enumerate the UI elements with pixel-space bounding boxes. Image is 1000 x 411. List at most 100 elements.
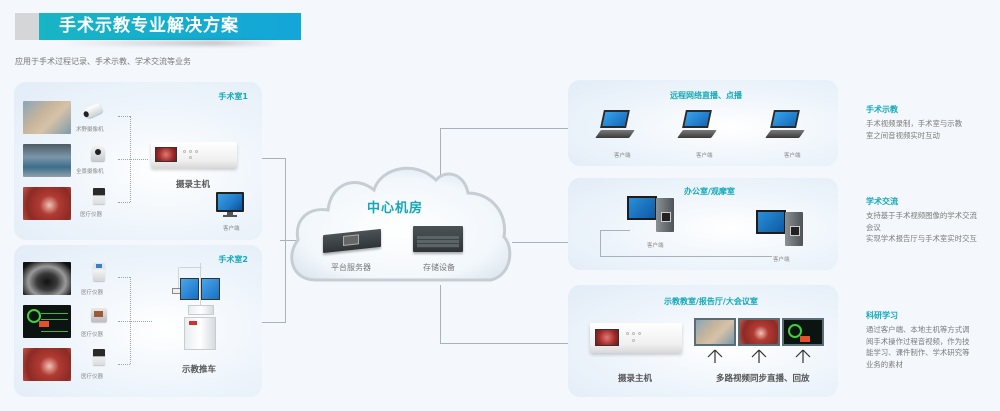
operating-room-image (23, 144, 71, 177)
client-label: 客户端 (614, 153, 631, 159)
description-line: 阅手术操作过程音视频，作为技 (866, 336, 970, 346)
cart-logo (189, 321, 197, 325)
center-room-title: 中心机房 (367, 201, 424, 216)
description-line: 支持基于手术视频图像的学术交流 (866, 211, 977, 220)
ultrasound-image (23, 262, 71, 295)
tissue-image (23, 348, 71, 381)
laptop-screen (770, 110, 800, 128)
tissue-image (23, 187, 71, 220)
storage-device-label: 存储设备 (423, 263, 455, 272)
cart-pole (200, 263, 201, 313)
connector-to-cloud-left (280, 240, 302, 241)
recorder-button (632, 332, 635, 335)
pc-tower (656, 198, 674, 232)
classroom-panel: 示教教室/报告厅/大会议室 摄录主机 多路视频同步直播、回放 (568, 285, 838, 397)
description-title: 科研学习 (866, 311, 898, 320)
recorder-button (632, 339, 635, 342)
operating-room-1-panel: 手术室1 术野摄像机 全景摄像机 医疗仪器 摄录主机 客户端 (14, 82, 262, 240)
connector-cloud-bottom (440, 285, 441, 343)
multi-video-label: 多路视频同步直播、回放 (716, 374, 810, 384)
description-academic: 学术交流 支持基于手术视频图像的学术交流 会议 实现学术报告厅与手术室实时交互 (866, 196, 996, 245)
or2-title: 手术室2 (218, 255, 248, 264)
description-line: 业务的素材 (866, 359, 903, 369)
page-subtitle: 应用于手术过程记录、手术示教、学术交流等业务 (15, 57, 191, 66)
or1-title: 手术室1 (218, 92, 248, 101)
dotted-link (130, 277, 131, 364)
display-screen-surgery (694, 318, 736, 346)
ptz-camera-icon (91, 145, 105, 161)
or1-source-label: 全景摄像机 (76, 169, 104, 175)
arrow-up-icon (707, 349, 723, 363)
recorder-button (195, 150, 198, 153)
recorder-host-device (151, 142, 237, 168)
client-monitor-icon (216, 192, 246, 222)
page-title: 手术示教专业解决方案 (39, 13, 301, 40)
or2-source-label: 医疗仪器 (81, 374, 104, 380)
classroom-title: 示教教室/报告厅/大会议室 (664, 297, 758, 306)
recorder-host-label: 摄录主机 (176, 180, 211, 190)
or1-source-label: 术野摄像机 (76, 127, 104, 133)
medical-device-icon (93, 349, 105, 365)
recorder-host-device (590, 323, 682, 353)
client-label: 客户端 (773, 257, 790, 263)
client-label: 客户端 (784, 153, 801, 159)
laptop-base (677, 130, 717, 138)
cloud-outline (290, 166, 512, 282)
bullet-camera-icon (82, 102, 104, 120)
server-emblem (343, 234, 359, 246)
pc-tower (785, 212, 803, 246)
description-line: 会议 (866, 222, 881, 232)
surgery-field-image (23, 101, 71, 134)
laptop-screen (600, 110, 630, 128)
arrow-up-icon (795, 349, 811, 363)
operating-room-2-panel: 手术室2 医疗仪器 医疗仪器 医疗仪器 示教推车 (14, 245, 262, 397)
dotted-link (118, 116, 130, 117)
connector-remote (440, 128, 568, 129)
title-accent-block (15, 13, 39, 40)
connector-or2 (262, 322, 286, 323)
client-label: 客户端 (696, 153, 713, 159)
description-title: 学术交流 (866, 197, 898, 206)
laptop-base (765, 130, 805, 138)
pc-screen (756, 210, 786, 234)
cart-screen-left (180, 278, 199, 300)
teaching-cart-label: 示教推车 (182, 365, 217, 375)
connector-cloud-top (440, 128, 441, 188)
cart-arm (180, 267, 202, 268)
cart-shelf (188, 305, 214, 315)
or2-source-label: 医疗仪器 (81, 332, 104, 338)
description-line: 通过客户端、本地主机等方式调 (866, 325, 970, 334)
pc-screen (627, 196, 657, 220)
remote-streaming-panel: 远程网络直播、点播 客户端 客户端 客户端 (568, 80, 838, 166)
title-shadow (60, 40, 280, 46)
remote-title: 远程网络直播、点播 (670, 91, 742, 100)
connector-or1 (262, 158, 286, 159)
recorder-host-label: 摄录主机 (618, 374, 653, 384)
or2-source-label: 医疗仪器 (81, 290, 104, 296)
monitor-stand (227, 212, 233, 215)
laptop-screen (682, 110, 712, 128)
recorder-button (626, 332, 629, 335)
laptop-base (595, 130, 635, 138)
display-screen-tissue (738, 318, 780, 346)
ultrasound-device-icon (93, 263, 105, 281)
description-line: 实现学术报告厅与手术室实时交互 (866, 234, 977, 243)
waveform (41, 319, 68, 320)
description-title: 手术示教 (866, 105, 898, 114)
description-line: 手术视频录制，手术室与示教 (866, 119, 963, 128)
connector-classroom (440, 343, 568, 344)
arrow-up-icon (751, 349, 767, 363)
cart-screen-right (201, 278, 220, 300)
description-teaching: 手术示教 手术视频录制，手术室与示教 室之间音视频实时互动 (866, 104, 996, 141)
office-title: 办公室/观摩室 (684, 187, 735, 196)
dotted-link (118, 364, 130, 365)
dotted-link (118, 159, 148, 160)
recorder-screen (155, 147, 177, 162)
display-screen-monitor (782, 318, 824, 346)
client-label: 客户端 (223, 226, 240, 232)
recorder-button (189, 150, 192, 153)
waveform (41, 331, 68, 332)
storage-device-icon (413, 226, 463, 252)
office-branch (600, 230, 630, 231)
office-branch (600, 230, 601, 256)
